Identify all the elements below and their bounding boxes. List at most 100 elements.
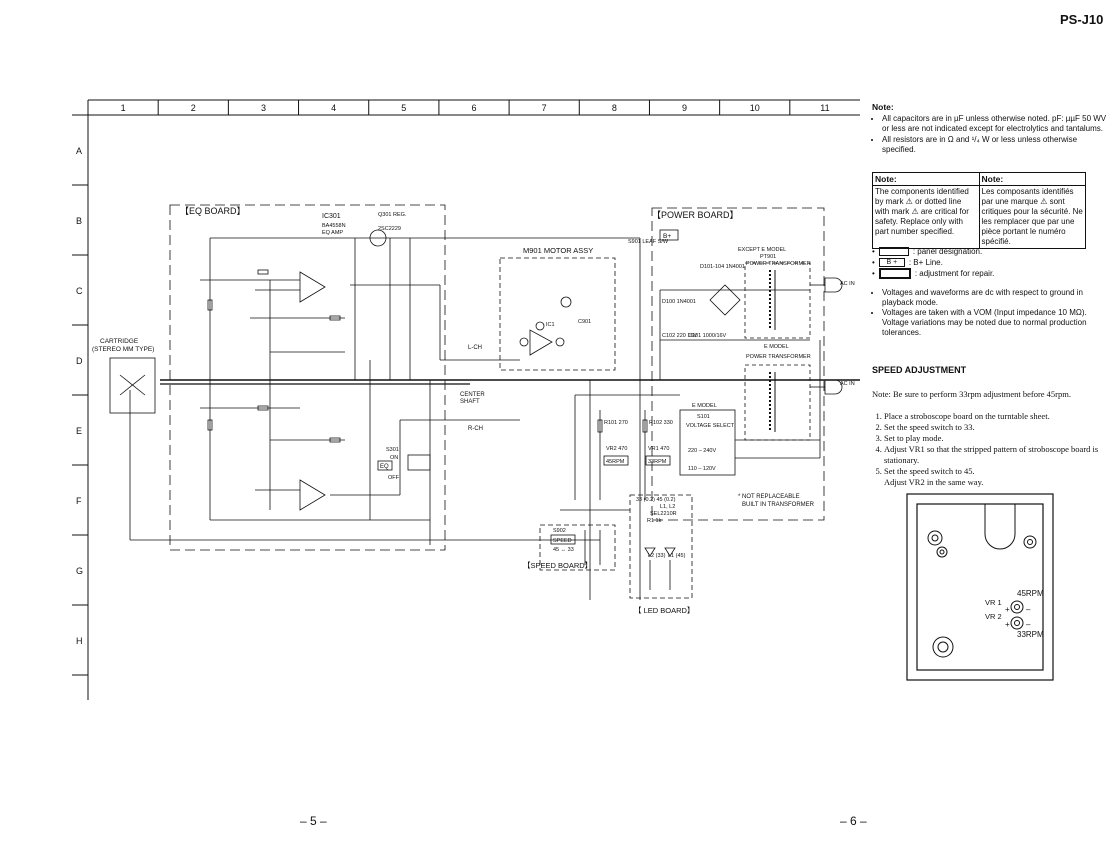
column-label: 3 [261, 103, 266, 113]
pt901-label: PT901 [760, 254, 776, 260]
c901-label: C901 [578, 319, 591, 325]
ic301-label: IC301 [322, 213, 341, 220]
note-capacitors: All capacitors are in µF unless otherwis… [882, 114, 1112, 134]
ac-in-label-2: AC IN [840, 381, 855, 387]
s902-label: S902 [553, 528, 566, 534]
rpm45-label: 45RPM [606, 459, 625, 465]
power-tf-label-2: POWER TRANSFORMER [746, 354, 811, 360]
r1-label: R1 1k [647, 518, 662, 524]
safety-note-en: Note: The components identified by mark … [873, 173, 979, 248]
column-label: 8 [612, 103, 617, 113]
row-label: B [76, 216, 82, 226]
speed-adjustment-note: Note: Be sure to perform 33rpm adjustmen… [872, 389, 1071, 399]
voltage-notes: Voltages and waveforms are dc with respe… [872, 288, 1108, 338]
turntable-adjustment-diagram: 45RPM VR 1 + – VR 2 + – 33RPM [906, 493, 1054, 681]
cartridge-type: (STEREO MM TYPE) [92, 346, 154, 353]
ic1-label: IC1 [546, 322, 555, 328]
speed-switch-label: SPEED [553, 538, 572, 544]
speed-board-label: 【SPEED BOARD】 [523, 561, 592, 570]
schematic-labels: 【EQ BOARD】 【POWER BOARD】 【SPEED BOARD】 【… [92, 206, 855, 615]
symbol-legend: •: panel designation. •B +: B+ Line. •: … [872, 247, 995, 279]
rch-label: R-CH [468, 426, 483, 432]
center-label: CENTER [460, 392, 485, 398]
diagram-vr2-plus: + [1005, 620, 1010, 629]
column-label: 2 [191, 103, 196, 113]
column-label: 6 [471, 103, 476, 113]
shaft-label: SHAFT [460, 399, 480, 405]
lch-label: L-CH [468, 345, 482, 351]
q301-label: Q301 REG. [378, 212, 407, 218]
column-label: 9 [682, 103, 687, 113]
column-label: 10 [750, 103, 760, 113]
q301-part: 2SC2229 [378, 226, 401, 232]
motor-label: M901 MOTOR ASSY [523, 246, 593, 255]
note-resistors: All resistors are in Ω and ¹/₄ W or less… [882, 135, 1112, 155]
bplus-label: B+ [663, 233, 671, 240]
not-replaceable-label: * NOT REPLACEABLE [738, 494, 800, 500]
page-number-right: – 6 – [840, 814, 867, 828]
grid-frame [72, 99, 860, 700]
page-number-left: – 5 – [300, 814, 327, 828]
voltage-select-label: VOLTAGE SELECT [686, 423, 735, 429]
speed-values-label: 45 ↔ 33 [553, 547, 574, 553]
transformers [735, 262, 843, 459]
v110-label: 110 – 120V [688, 466, 716, 472]
notes-section: Note: All capacitors are in µF unless ot… [872, 102, 1112, 156]
row-label: C [76, 286, 83, 296]
repair-swatch [878, 268, 911, 279]
led-voltage-label: 33 (0.2) 45 (0.2) [636, 497, 676, 503]
row-label: F [76, 496, 82, 506]
diagram-rpm45: 45RPM [1017, 589, 1044, 598]
rpm33-label: 33RPM [648, 459, 667, 465]
built-in-label: BUILT IN TRANSFORMER [742, 502, 815, 508]
diagram-rpm33: 33RPM [1017, 630, 1044, 639]
speed-adjustment-title: SPEED ADJUSTMENT [872, 365, 967, 375]
safety-note-fr: Note: Les composants identifiés par une … [978, 173, 1085, 248]
eq-board-label: 【EQ BOARD】 [180, 206, 246, 216]
column-label: 7 [542, 103, 547, 113]
vr1-label: VR1 470 [648, 446, 669, 452]
s101-label: S101 [697, 414, 710, 420]
ac-in-label: AC IN [840, 281, 855, 287]
r101-label: R101 270 [604, 420, 628, 426]
l1-label: L1 (45) [668, 553, 686, 559]
s301-label: S301 [386, 447, 399, 453]
eq-switch-label: EQ [380, 464, 389, 470]
bplus-swatch: B + [878, 258, 905, 267]
led-board-label: 【 LED BOARD】 [634, 606, 694, 615]
diagram-vr1-plus: + [1005, 605, 1010, 614]
r102-label: R102 330 [649, 420, 673, 426]
off-label: OFF [388, 475, 400, 481]
column-label: 1 [121, 103, 126, 113]
row-label: A [76, 146, 82, 156]
e-model-2-label: E MODEL [692, 403, 717, 409]
v220-label: 220 – 240V [688, 448, 716, 454]
sel-label: SEL2210R [650, 511, 677, 517]
eq-board [109, 204, 860, 551]
on-label: ON [390, 455, 398, 461]
l2-label: L2 (33) [648, 553, 666, 559]
leaf-sw-label: S901 LEAF S/W [628, 239, 669, 245]
d100-label: D100 1N4001 [662, 299, 696, 305]
cartridge-label: CARTRIDGE [100, 338, 139, 345]
power-board-label: 【POWER BOARD】 [652, 210, 739, 220]
speed-led-boards [539, 494, 693, 599]
column-label: 5 [401, 103, 406, 113]
d101-label: D101-104 1N4001 [700, 264, 745, 270]
diagram-vr2: VR 2 [985, 612, 1002, 621]
c102-label: C102 220 16V [662, 333, 697, 339]
vr2-label: VR2 470 [606, 446, 627, 452]
except-e-label: EXCEPT E MODEL [738, 247, 786, 253]
row-label: G [76, 566, 83, 576]
row-label: H [76, 636, 83, 646]
diagram-vr2-minus: – [1026, 620, 1031, 629]
ic301-func: EQ AMP [322, 230, 343, 236]
column-label: 4 [331, 103, 336, 113]
panel-swatch [878, 247, 909, 256]
model-number: PS-J10 [1060, 12, 1104, 27]
row-label: D [76, 356, 83, 366]
c101-label: C101 1000/16V [688, 333, 727, 339]
